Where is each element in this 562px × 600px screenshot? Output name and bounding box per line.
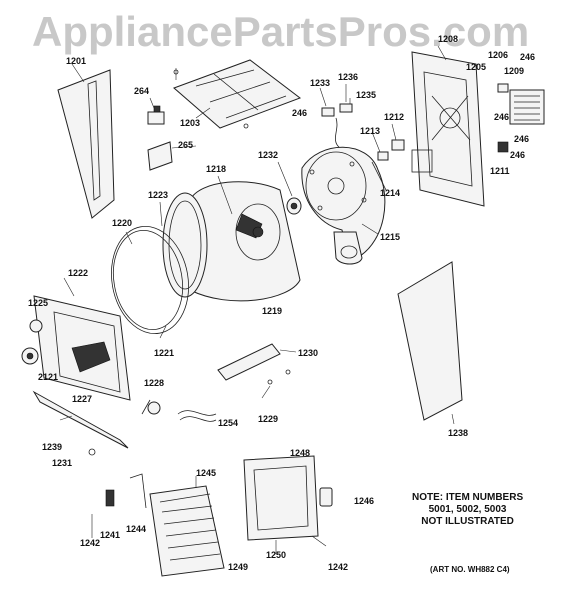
note-line-3: NOT ILLUSTRATED — [421, 516, 514, 527]
callout-1235: 1235 — [356, 90, 377, 100]
part-thermostats — [319, 84, 353, 149]
part-door-seal — [111, 201, 189, 339]
part-access-panel — [243, 455, 327, 554]
art-number: (ART NO. WH882 C4) — [430, 565, 510, 574]
callout-1208: 1208 — [438, 34, 459, 44]
callout-1245: 1245 — [196, 468, 217, 478]
callout-1211: 1211 — [490, 166, 510, 176]
callout-1254: 1254 — [218, 418, 239, 428]
part-top-panel — [173, 59, 302, 129]
part-front-panel — [33, 277, 131, 401]
callout-1205: 1205 — [466, 62, 487, 72]
callout-1223: 1223 — [148, 190, 169, 200]
part-bottom-strip — [32, 390, 129, 456]
callout-1231: 1231 — [52, 458, 73, 468]
callout-1236: 1236 — [338, 72, 359, 82]
callout-1222: 1222 — [68, 268, 89, 278]
watermark: AppliancePartsPros.com — [32, 8, 530, 55]
callout-1227: 1227 — [72, 394, 93, 404]
part-knobs — [21, 319, 43, 365]
callout-246-d: 246 — [510, 150, 526, 160]
callout-1203: 1203 — [180, 118, 201, 128]
part-side-panel-right — [397, 261, 463, 425]
callout-1242-b: 1242 — [328, 562, 349, 572]
callout-1213: 1213 — [360, 126, 381, 136]
callout-1228: 1228 — [144, 378, 165, 388]
part-side-panel-left — [57, 63, 115, 219]
callout-1214: 1214 — [380, 188, 401, 198]
callout-1242-a: 1242 — [80, 538, 101, 548]
callout-246-b: 246 — [520, 52, 536, 62]
part-small-thermal — [371, 123, 405, 191]
callout-246-e: 246 — [514, 134, 530, 144]
callout-265: 265 — [178, 140, 194, 150]
callout-1220: 1220 — [112, 218, 133, 228]
callout-1232: 1232 — [258, 150, 279, 160]
callout-1248: 1248 — [290, 448, 311, 458]
callout-1249: 1249 — [228, 562, 249, 572]
callout-1239: 1239 — [42, 442, 63, 452]
callout-1229: 1229 — [258, 414, 279, 424]
part-toe-panel — [149, 476, 225, 577]
part-rear-bulkhead — [301, 146, 386, 265]
callout-1244: 1244 — [126, 524, 147, 534]
callout-1201: 1201 — [66, 56, 87, 66]
part-hinge-latch — [91, 473, 147, 538]
callout-1238: 1238 — [448, 428, 469, 438]
callout-1250: 1250 — [266, 550, 287, 560]
part-wire-1254 — [177, 410, 217, 422]
part-filter-1246 — [319, 487, 333, 507]
part-vent-grille — [497, 83, 545, 153]
part-drum — [162, 175, 301, 302]
note-line-1: NOTE: ITEM NUMBERS — [412, 492, 524, 503]
callout-2121: 2121 — [38, 372, 59, 382]
part-duct-1230 — [217, 343, 297, 399]
callout-1218: 1218 — [206, 164, 227, 174]
part-bearing-1232 — [277, 161, 302, 215]
callout-1225: 1225 — [28, 298, 49, 308]
callout-1212: 1212 — [384, 112, 405, 122]
callout-1230: 1230 — [298, 348, 319, 358]
callout-1219: 1219 — [262, 306, 283, 316]
callout-1241: 1241 — [100, 530, 121, 540]
callout-246-a: 246 — [292, 108, 308, 118]
note-line-2: 5001, 5002, 5003 — [428, 504, 507, 515]
note-text: NOTE: ITEM NUMBERS 5001, 5002, 5003 NOT … — [412, 492, 523, 528]
callout-1206: 1206 — [488, 50, 509, 60]
callout-1233: 1233 — [310, 78, 331, 88]
part-bracket-265 — [147, 141, 197, 171]
callout-1246: 1246 — [354, 496, 375, 506]
callout-1221: 1221 — [154, 348, 175, 358]
callout-1209: 1209 — [504, 66, 525, 76]
part-switch-264 — [147, 97, 165, 125]
part-sensor-1228 — [141, 399, 161, 415]
callout-1215: 1215 — [380, 232, 401, 242]
part-rear-panel — [411, 45, 485, 207]
callout-246-c: 246 — [494, 112, 510, 122]
callout-264: 264 — [134, 86, 150, 96]
